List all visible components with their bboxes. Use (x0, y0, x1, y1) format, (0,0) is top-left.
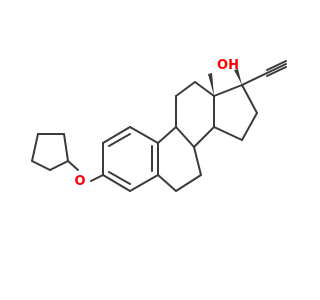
bond (175, 174, 202, 192)
aromatic-ring (102, 126, 159, 192)
bond (241, 84, 258, 114)
bond (63, 133, 69, 162)
ring-d (213, 84, 258, 141)
bond (157, 174, 177, 192)
bond (67, 160, 79, 171)
cyclopentyl-ether (31, 133, 104, 182)
bond (31, 160, 51, 171)
bond (213, 126, 243, 141)
bond (49, 160, 69, 171)
bond (102, 126, 131, 144)
bond (213, 84, 243, 97)
bond (194, 81, 215, 97)
methyl-wedge-bond (208, 73, 214, 96)
bond (102, 174, 131, 192)
bond (193, 146, 202, 176)
ring-b (157, 126, 202, 192)
bond (241, 112, 258, 141)
bond (175, 81, 196, 97)
ethynyl-group (241, 60, 287, 86)
triple-bond (266, 66, 287, 77)
hydroxyl-label: OH (217, 58, 239, 73)
triple-bond (266, 60, 287, 71)
oxygen-label: O (74, 174, 85, 189)
aromatic-inner-bond (108, 171, 131, 185)
bond (241, 72, 268, 86)
bond (129, 174, 159, 192)
bond (31, 133, 39, 162)
bond (157, 126, 177, 144)
bond (193, 126, 215, 148)
molecule-canvas: O OH (31, 58, 287, 192)
molecular-structure-diagram: O OH (31, 58, 287, 192)
bond (90, 174, 104, 182)
bond (129, 126, 159, 144)
aromatic-inner-bond (108, 133, 131, 147)
triple-bond (266, 63, 287, 74)
bond (175, 126, 195, 148)
ring-c (175, 81, 215, 148)
hydroxyl-wedge-bond (234, 69, 242, 85)
